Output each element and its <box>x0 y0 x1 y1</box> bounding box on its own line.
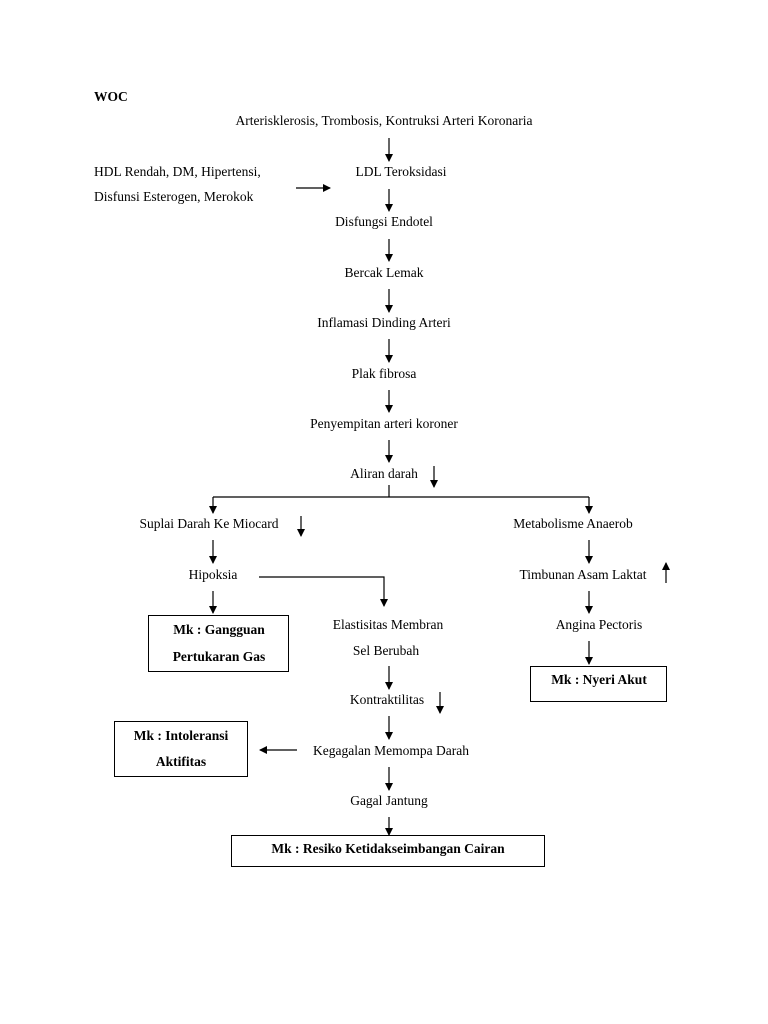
node-penyempitan: Penyempitan arteri koroner <box>310 416 458 431</box>
node-causes: Arterisklerosis, Trombosis, Kontruksi Ar… <box>235 113 533 128</box>
problem-intoleransi-line1: Mk : Intoleransi <box>133 728 229 743</box>
problem-nyeri: Mk : Nyeri Akut <box>551 672 647 687</box>
node-risk-factors-line1: HDL Rendah, DM, Hipertensi, <box>94 164 261 179</box>
node-bercak-lemak: Bercak Lemak <box>344 265 424 280</box>
problem-gangguan-line2: Pertukaran Gas <box>172 649 266 664</box>
node-hipoksia: Hipoksia <box>188 567 238 582</box>
problem-resiko: Mk : Resiko Ketidakseimbangan Cairan <box>271 841 505 856</box>
node-elastisitas-line2: Sel Berubah <box>352 643 420 658</box>
node-aliran-darah: Aliran darah <box>350 466 418 481</box>
node-elastisitas-line1: Elastisitas Membran <box>332 617 444 632</box>
node-plak-fibrosa: Plak fibrosa <box>351 366 417 381</box>
node-ldl-teroksidasi: LDL Teroksidasi <box>355 164 447 179</box>
node-metabolisme-anaerob: Metabolisme Anaerob <box>513 516 633 531</box>
node-inflamasi: Inflamasi Dinding Arteri <box>317 315 451 330</box>
diagram-title: WOC <box>94 89 128 104</box>
arrow-hipoksia-to-elastisitas <box>259 576 388 607</box>
problem-intoleransi-line2: Aktifitas <box>155 754 207 769</box>
node-kegagalan-memompa: Kegagalan Memompa Darah <box>313 743 469 758</box>
node-disfungsi-endotel: Disfungsi Endotel <box>335 214 433 229</box>
node-kontraktilitas: Kontraktilitas <box>349 692 425 707</box>
node-risk-factors-line2: Disfunsi Esterogen, Merokok <box>94 189 254 204</box>
problem-gangguan-line1: Mk : Gangguan <box>173 622 265 637</box>
problem-box-resiko-cairan: Mk : Resiko Ketidakseimbangan Cairan <box>231 835 545 867</box>
problem-box-intoleransi-aktifitas: Mk : Intoleransi Aktifitas <box>114 721 248 777</box>
node-suplai-darah: Suplai Darah Ke Miocard <box>139 516 279 531</box>
node-gagal-jantung: Gagal Jantung <box>350 793 428 808</box>
node-timbunan-asam-laktat: Timbunan Asam Laktat <box>519 567 647 582</box>
problem-box-nyeri-akut: Mk : Nyeri Akut <box>530 666 667 702</box>
problem-box-gangguan-pertukaran-gas: Mk : Gangguan Pertukaran Gas <box>148 615 289 672</box>
node-angina-pectoris: Angina Pectoris <box>555 617 643 632</box>
